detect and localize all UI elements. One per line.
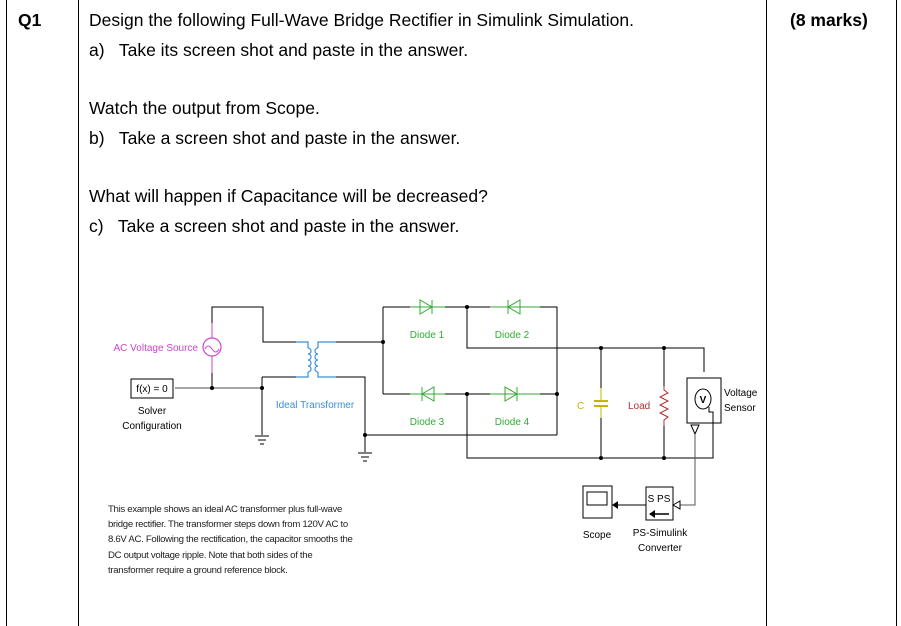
part-c: c) Take a screen shot and paste in the a… xyxy=(89,216,460,236)
signal-wire xyxy=(678,434,696,506)
diode-3-icon[interactable] xyxy=(410,386,445,402)
table-border-number xyxy=(78,0,79,626)
ac-source-label: AC Voltage Source xyxy=(114,343,199,354)
sensor-label: Voltage xyxy=(724,388,758,399)
question-number: Q1 xyxy=(18,10,42,30)
diode-3-label: Diode 3 xyxy=(410,417,445,428)
ps-simulink-converter-block[interactable] xyxy=(645,486,681,521)
solver-block-text: f(x) = 0 xyxy=(136,384,168,395)
load-resistor-icon[interactable] xyxy=(658,386,670,426)
capacitance-question: What will happen if Capacitance will be … xyxy=(89,186,488,206)
solver-label-2: Configuration xyxy=(122,421,181,432)
solver-label: Solver xyxy=(138,406,167,417)
transformer-label: Ideal Transformer xyxy=(276,400,355,411)
converter-label-2: Converter xyxy=(638,543,683,554)
part-b: b) Take a screen shot and paste in the a… xyxy=(89,128,461,148)
converter-block-text: S PS xyxy=(648,494,671,505)
capacitor-icon[interactable] xyxy=(594,388,608,418)
example-description: This example shows an ideal AC transform… xyxy=(108,504,353,576)
scope-block[interactable] xyxy=(582,485,618,519)
table-border-right xyxy=(896,0,897,626)
ac-voltage-source-icon[interactable] xyxy=(202,323,222,373)
load-label: Load xyxy=(628,401,650,412)
junctions xyxy=(210,305,666,460)
sensor-label-2: Sensor xyxy=(724,403,756,414)
diode-1-icon[interactable] xyxy=(410,299,445,315)
sensor-symbol: V xyxy=(700,395,707,406)
capacitor-label: C xyxy=(577,401,584,412)
diode-2-label: Diode 2 xyxy=(495,330,530,341)
part-a: a) Take its screen shot and paste in the… xyxy=(89,40,469,60)
diode-4-icon[interactable] xyxy=(490,386,540,402)
voltage-sensor-block[interactable] xyxy=(686,377,722,436)
diode-1-label: Diode 1 xyxy=(410,330,445,341)
wires xyxy=(211,306,714,459)
ideal-transformer-icon[interactable] xyxy=(296,341,336,378)
ground-icon xyxy=(255,435,269,445)
scope-label: Scope xyxy=(583,530,612,541)
converter-label: PS-Simulink xyxy=(633,528,688,539)
scope-instruction: Watch the output from Scope. xyxy=(89,98,320,118)
table-border-left xyxy=(6,0,7,626)
diode-2-icon[interactable] xyxy=(490,299,540,315)
ground-icon xyxy=(358,452,372,462)
diode-4-label: Diode 4 xyxy=(495,417,530,428)
table-border-marks xyxy=(766,0,767,626)
solver-configuration-block[interactable] xyxy=(130,378,174,399)
question-marks: (8 marks) xyxy=(790,10,868,30)
question-title: Design the following Full-Wave Bridge Re… xyxy=(89,10,634,30)
